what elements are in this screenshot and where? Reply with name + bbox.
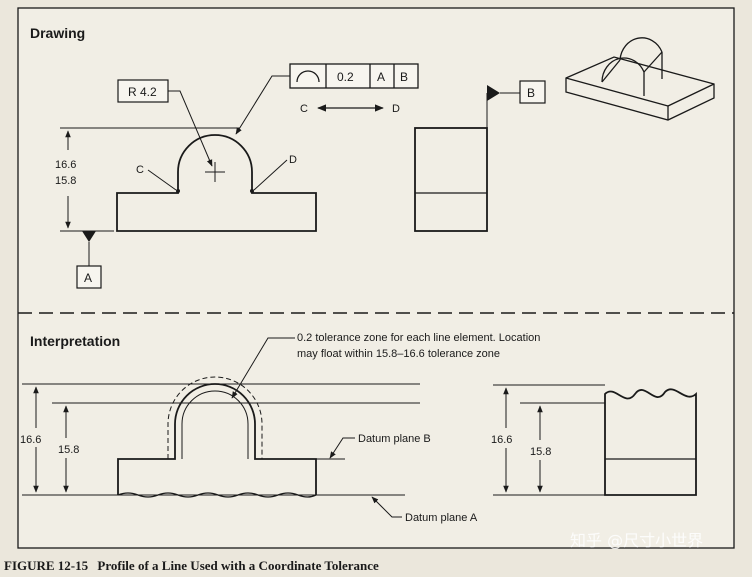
datum-a-feature: A <box>76 231 102 289</box>
side-dim-outer: 16.6 <box>491 434 512 446</box>
radius-callout: R 4.2 <box>117 79 213 167</box>
height-dimension: 16.6 15.8 <box>55 127 240 232</box>
radius-label: R 4.2 <box>128 85 157 99</box>
drawing-title: Drawing <box>30 25 85 41</box>
datum-plane-a-label: Datum plane A <box>405 512 478 524</box>
dim-lower: 15.8 <box>55 175 76 187</box>
fcf-datum-a: A <box>377 70 385 84</box>
arrow-d-label: D <box>392 103 400 115</box>
interpretation-title: Interpretation <box>30 333 120 349</box>
watermark: 知乎 @尺寸小世界 <box>570 531 703 550</box>
arrow-c-label: C <box>300 103 308 115</box>
svg-text:FIGURE 12-15 Profile of a: FIGURE 12-15 Profile of a Line Used with… <box>4 558 379 573</box>
feature-control-frame: 0.2 A B <box>235 63 419 135</box>
point-d-label: D <box>289 154 297 166</box>
dim-upper: 16.6 <box>55 159 76 171</box>
interp-dim-inner: 15.8 <box>58 444 79 456</box>
point-c-label: C <box>136 164 144 176</box>
datum-a-label: A <box>84 271 92 285</box>
side-view: B <box>414 80 546 232</box>
fcf-tolerance: 0.2 <box>337 70 354 84</box>
fcf-datum-b: B <box>400 70 408 84</box>
side-dim-inner: 15.8 <box>530 446 551 458</box>
datum-plane-b-label: Datum plane B <box>358 433 431 445</box>
tolerance-note-leader <box>231 337 295 399</box>
figure-caption: Profile of a Line Used with a Coordinate… <box>97 558 379 573</box>
interpretation-dimensions: 16.6 15.8 <box>20 383 420 496</box>
profile-of-a-line-icon <box>296 70 320 83</box>
interp-dim-outer: 16.6 <box>20 434 41 446</box>
isometric-view <box>565 37 715 121</box>
front-view-part <box>116 134 317 232</box>
interpretation-side-view: 16.6 15.8 <box>491 384 697 496</box>
datum-b-label: B <box>527 86 535 100</box>
figure-number: FIGURE 12-15 <box>4 558 89 573</box>
tolerance-note-line2: may float within 15.8–16.6 tolerance zon… <box>297 348 500 360</box>
tolerance-note-line1: 0.2 tolerance zone for each line element… <box>297 332 540 344</box>
